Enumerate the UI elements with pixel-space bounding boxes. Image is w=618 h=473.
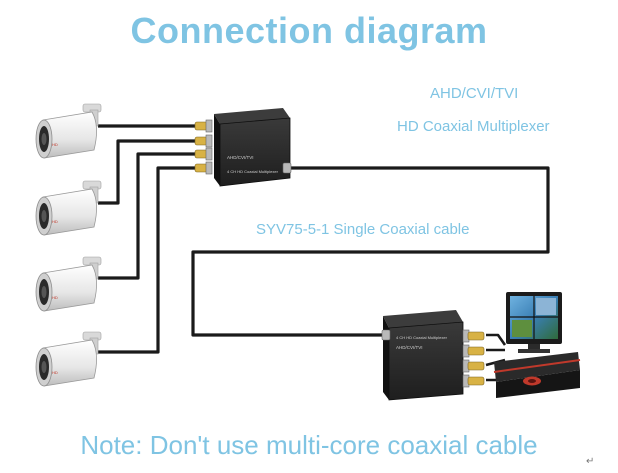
cable-camera-3	[98, 152, 195, 280]
svg-text:HD: HD	[52, 219, 58, 224]
diagram-title: Connection diagram	[130, 10, 488, 51]
camera-icon: HD	[35, 103, 102, 159]
svg-text:HD: HD	[52, 142, 58, 147]
single-coaxial-cable	[191, 166, 550, 337]
monitor-icon	[506, 292, 562, 353]
bnc-connector-icon	[381, 329, 485, 388]
camera-icon: HD	[35, 256, 102, 312]
cable-camera-2	[98, 139, 195, 205]
return-mark: ↵	[586, 456, 595, 467]
transmitter-label: 4 CH HD Coaxial Multiplexer	[227, 169, 279, 174]
camera-icon: HD	[35, 331, 102, 387]
cable-type-label: SYV75-5-1 Single Coaxial cable	[256, 221, 470, 238]
camera-cables	[98, 124, 195, 354]
multiplexer-icon: AHD/CVI/TVI 4 CH HD Coaxial Multiplexer	[214, 108, 291, 187]
camera-icon: HD	[35, 180, 102, 236]
product-type-label: AHD/CVI/TVI	[430, 85, 519, 102]
dvr-icon	[493, 352, 581, 398]
warning-note: Note: Don't use multi-core coaxial cable	[80, 430, 538, 460]
receiver-label: 4 CH HD Coaxial Multiplexer	[396, 335, 448, 340]
svg-text:AHD/CVI/TVI: AHD/CVI/TVI	[227, 155, 254, 160]
product-name-label: HD Coaxial Multiplexer	[397, 118, 550, 135]
svg-text:HD: HD	[52, 370, 58, 375]
multiplexer-icon: 4 CH HD Coaxial Multiplexer AHD/CVI/TVI	[383, 310, 464, 401]
bnc-connector-icon	[194, 119, 292, 175]
svg-text:HD: HD	[52, 295, 58, 300]
cable-camera-4	[98, 166, 195, 354]
svg-text:AHD/CVI/TVI: AHD/CVI/TVI	[396, 345, 423, 350]
